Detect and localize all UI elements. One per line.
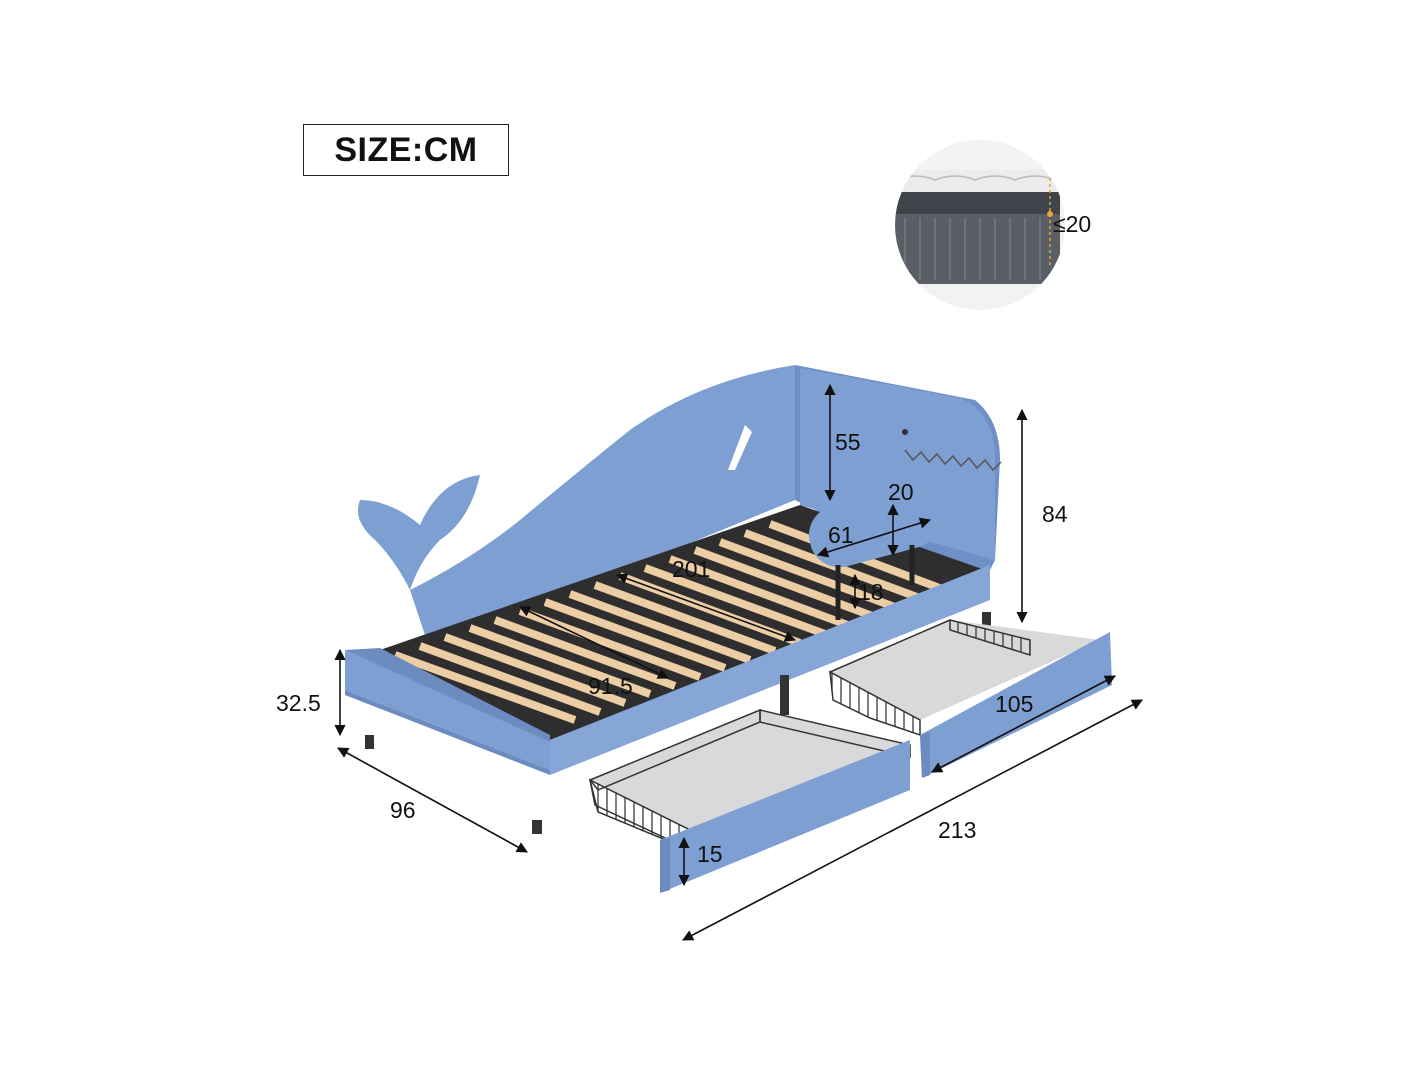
- side-height-label: 32.5: [276, 690, 321, 716]
- size-unit-label: SIZE:CM: [303, 124, 509, 176]
- guard-width-label: 61: [828, 522, 854, 548]
- inner-width-label: 91.5: [588, 673, 633, 699]
- guard-gap-label: 18: [858, 579, 884, 605]
- total-width-label: 96: [390, 797, 416, 823]
- mattress-thumbnail: [895, 140, 1065, 310]
- mattress-thickness-label: ≤20: [1053, 211, 1091, 237]
- drawer-length-label: 105: [995, 691, 1033, 717]
- drawer-height-label: 15: [697, 841, 723, 867]
- total-height-label: 84: [1042, 501, 1068, 527]
- inner-length-label: 201: [672, 556, 710, 582]
- headboard-height-label: 55: [835, 429, 861, 455]
- total-length-label: 213: [938, 817, 976, 843]
- dimension-lines: [334, 383, 1143, 941]
- guard-height-label: 20: [888, 479, 914, 505]
